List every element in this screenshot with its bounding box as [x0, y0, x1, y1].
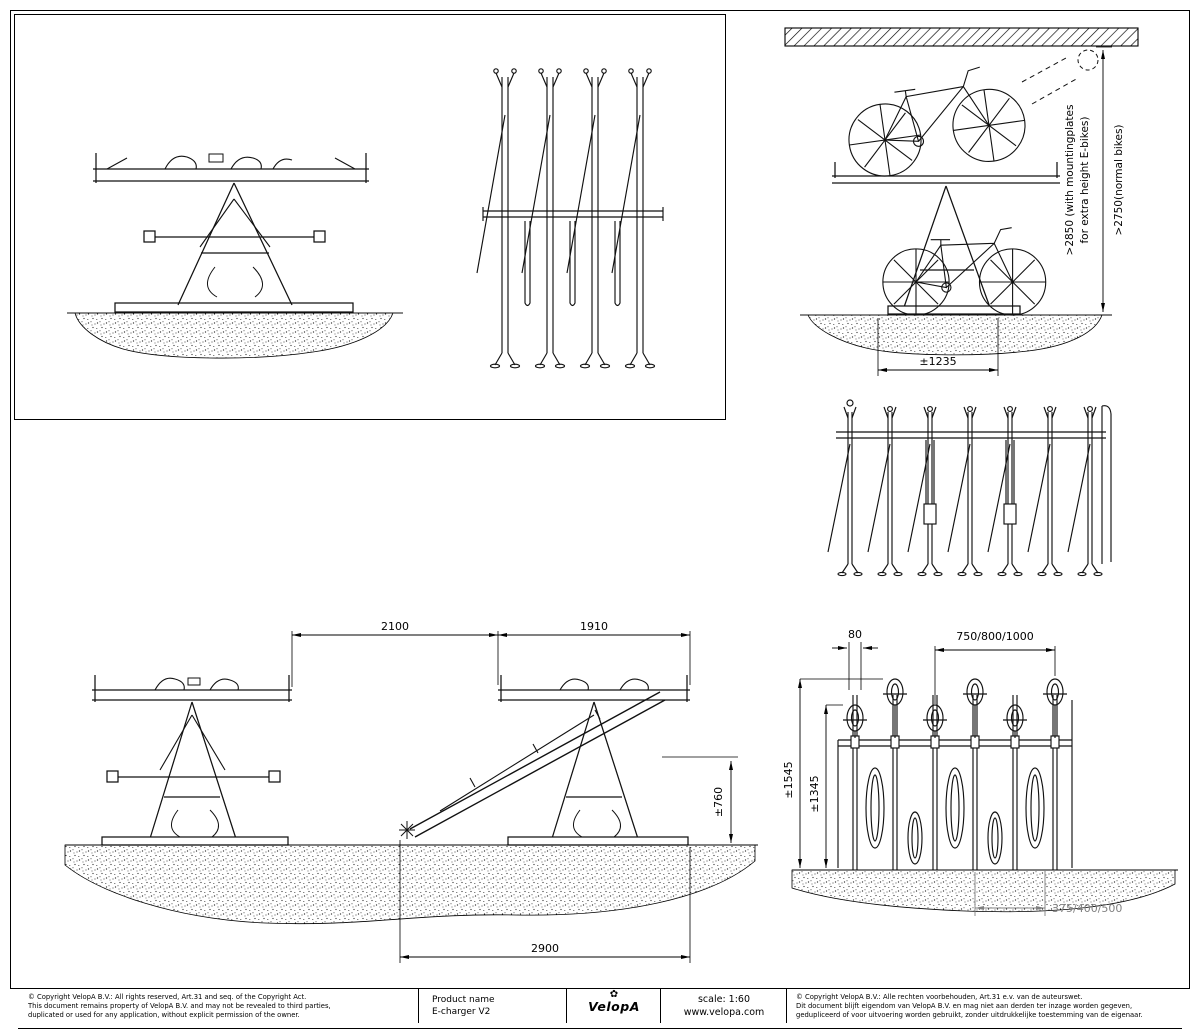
- row-front-dimension-view: 80 750/800/1000 ±1545 ±1345 375/400/500: [782, 628, 1178, 916]
- copyright-en-line3: duplicated or used for any application, …: [28, 1010, 300, 1019]
- single-rack-end-view: [67, 153, 403, 359]
- left-unit-drawing: [92, 675, 292, 846]
- clearance-dimension: >2850 (with mountingplates for extra hei…: [1064, 46, 1125, 316]
- right-unit-drawing: [399, 675, 690, 846]
- row-front-drawing: [837, 678, 1073, 870]
- product-name-value: E-charger V2: [432, 1007, 491, 1017]
- detail-view-box: [14, 14, 726, 420]
- post-gap-dimension: 80: [832, 628, 878, 690]
- dim-aisle-depth: 2100: [381, 620, 409, 633]
- copyright-nl-line1: © Copyright VelopA B.V.: Alle rechten vo…: [796, 993, 1083, 1001]
- dim-normal-clearance: >2750(normal bikes): [1113, 124, 1125, 235]
- copyright-en-line2: This document remains property of VelopA…: [28, 1001, 331, 1010]
- brand-name: VelopA: [588, 999, 640, 1014]
- row-side-view: [827, 399, 1112, 577]
- dim-height-upper: ±1545: [782, 761, 795, 798]
- titleblock-divider: [418, 989, 419, 1023]
- loaded-side-view: >2850 (with mountingplates for extra hei…: [784, 27, 1139, 376]
- dim-ebike-clearance-line2: for extra height E-bikes): [1079, 116, 1091, 243]
- height-dimensions: ±1545 ±1345: [782, 678, 883, 868]
- dim-tray-height: ±760: [712, 787, 725, 817]
- title-block: © Copyright VelopA B.V.: All rights rese…: [10, 988, 1190, 1023]
- dim-post-gap: 80: [848, 628, 862, 641]
- ground-texture: [64, 844, 756, 925]
- dim-row-offset: 375/400/500: [1052, 902, 1122, 915]
- product-name-label: Product name: [432, 995, 495, 1005]
- scale-value: scale: 1:60: [697, 994, 751, 1005]
- copyright-en: © Copyright VelopA B.V.: All rights rese…: [28, 993, 331, 1019]
- velopa-flower-icon: ✿: [609, 989, 619, 1000]
- logo-cell: ✿ VelopA: [570, 990, 658, 1014]
- dim-module-width: ±1235: [919, 355, 956, 368]
- row-offset-dimension: 375/400/500: [974, 872, 1122, 916]
- titleblock-divider: [660, 989, 661, 1023]
- sheet-bottom-edge: [18, 1028, 1182, 1029]
- pivot-asterisk-marker: [399, 821, 415, 839]
- ceiling-hatch: [784, 27, 1139, 47]
- tray-height-dimension: ±760: [662, 756, 738, 843]
- loaded-rack-drawing: [800, 49, 1112, 356]
- copyright-nl-line3: gedupliceerd of voor uitvoering worden g…: [796, 1010, 1143, 1019]
- titleblock-divider: [786, 989, 787, 1023]
- module-width-dimension: ±1235: [877, 318, 999, 376]
- dim-total-depth: 2900: [531, 942, 559, 955]
- bike-spacing-dimension: 750/800/1000: [934, 630, 1056, 704]
- product-cell: Product name E-charger V2: [432, 994, 495, 1018]
- copyright-nl-line2: Dit document blijft eigendom van VelopA …: [796, 1001, 1133, 1010]
- row-side-drawing: [827, 399, 1112, 577]
- row-front-view: [476, 68, 664, 369]
- detail-box-drawing: [67, 68, 664, 369]
- dim-bike-spacing: 750/800/1000: [956, 630, 1033, 643]
- pullout-side-view: 2100 1910 ±760 2900: [64, 620, 758, 963]
- dim-unit-depth: 1910: [580, 620, 608, 633]
- lowered-tray: [409, 691, 666, 838]
- dim-height-lower: ±1345: [808, 775, 821, 812]
- copyright-en-line1: © Copyright VelopA B.V.: All rights rese…: [28, 993, 307, 1001]
- website-link: www.velopa.com: [683, 1007, 765, 1018]
- top-dimensions: 2100 1910: [291, 620, 691, 687]
- titleblock-divider: [566, 989, 567, 1023]
- dim-ebike-clearance-line1: >2850 (with mountingplates: [1064, 105, 1076, 256]
- copyright-nl: © Copyright VelopA B.V.: Alle rechten vo…: [796, 993, 1143, 1019]
- ground-texture: [791, 869, 1176, 913]
- scale-cell: scale: 1:60 www.velopa.com: [662, 993, 786, 1019]
- total-depth-dimension: 2900: [399, 840, 691, 963]
